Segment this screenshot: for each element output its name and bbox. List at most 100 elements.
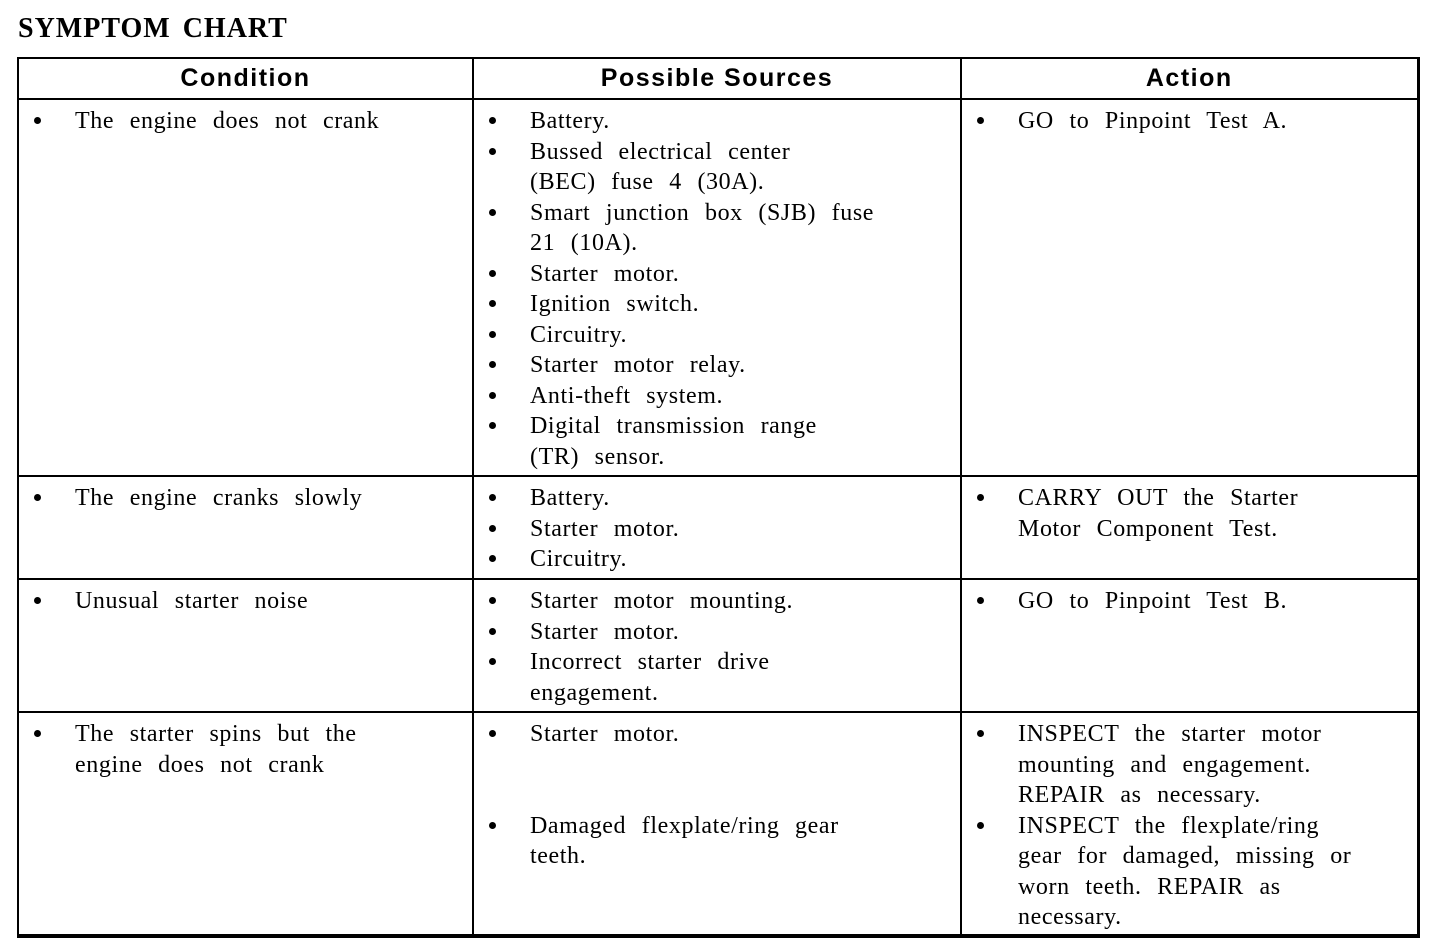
item-text: Unusual starter noise	[75, 588, 309, 614]
condition-cell: The starter spins but the engine does no…	[17, 711, 474, 937]
bullet-icon	[489, 300, 496, 307]
item-text: Smart junction box (SJB) fuse 21 (10A).	[530, 199, 875, 257]
action-item: INSPECT the starter motor mounting and e…	[962, 719, 1409, 811]
source-item: Circuitry.	[474, 320, 952, 351]
item-text: GO to Pinpoint Test A.	[1018, 108, 1288, 134]
action-item: GO to Pinpoint Test A.	[962, 106, 1409, 137]
bullet-list: INSPECT the starter motor mounting and e…	[962, 719, 1409, 933]
table-row: The engine does not crank Battery.Bussed …	[17, 98, 1419, 477]
sources-cell: Starter motor mounting.Starter motor. Inc…	[472, 578, 962, 713]
sources-cell: Battery. Starter motor. Circuitry.	[472, 475, 962, 580]
item-text: CARRY OUT the Starter Motor Component Te…	[1018, 485, 1299, 542]
item-text: Circuitry.	[530, 321, 628, 348]
item-text: Starter motor relay.	[530, 352, 746, 378]
bullet-icon	[34, 730, 41, 737]
item-text: Ignition switch.	[530, 291, 700, 317]
bullet-icon	[977, 597, 984, 604]
action-item: INSPECT the flexplate/ring gear for dama…	[962, 811, 1409, 933]
bullet-list: The engine cranks slowly	[19, 483, 464, 514]
item-text: INSPECT the flexplate/ring gear for dama…	[1018, 812, 1352, 931]
item-text: Digital transmission range (TR) sensor.	[530, 413, 817, 470]
condition-cell: The engine cranks slowly	[17, 475, 474, 580]
source-item: Digital transmission range (TR) sensor.	[474, 411, 952, 472]
action-cell: GO to Pinpoint Test A.	[960, 98, 1419, 477]
bullet-icon	[489, 208, 496, 216]
bullet-icon	[977, 730, 984, 737]
column-header-condition: Condition	[17, 57, 474, 100]
bullet-icon	[977, 494, 984, 501]
bullet-icon	[977, 821, 984, 829]
item-text: Starter motor.	[530, 721, 680, 747]
source-item: Battery.	[474, 106, 952, 137]
action-cell: CARRY OUT the Starter Motor Component Te…	[960, 475, 1419, 580]
bullet-icon	[489, 330, 496, 338]
bullet-icon	[489, 730, 496, 737]
bullet-icon	[489, 821, 496, 829]
source-item: Damaged flexplate/ring gear teeth.	[474, 811, 952, 872]
item-text: INSPECT the starter motor mounting and e…	[1018, 721, 1322, 808]
condition-cell: The engine does not crank	[17, 98, 474, 477]
column-header-possible-sources: Possible Sources	[472, 57, 962, 100]
bullet-list: Battery. Starter motor. Circuitry.	[474, 483, 952, 575]
item-text: The engine cranks slowly	[75, 485, 363, 511]
action-item: GO to Pinpoint Test B.	[962, 586, 1409, 617]
item-text: Starter motor.	[530, 515, 680, 542]
action-cell: GO to Pinpoint Test B.	[960, 578, 1419, 713]
bullet-icon	[489, 555, 496, 562]
condition-item: The starter spins but the engine does no…	[19, 719, 464, 780]
bullet-icon	[489, 117, 496, 124]
column-header-action: Action	[960, 57, 1419, 100]
source-item: Ignition switch.	[474, 289, 952, 320]
source-item: Starter motor mounting.	[474, 586, 952, 617]
item-text: The starter spins but the engine does no…	[75, 721, 357, 778]
table-row: The starter spins but the engine does no…	[17, 711, 1419, 937]
page-title: SYMPTOM CHART	[18, 13, 288, 44]
bullet-icon	[489, 391, 496, 399]
bullet-icon	[489, 494, 496, 501]
source-item: Starter motor.	[474, 259, 952, 290]
bullet-list: GO to Pinpoint Test B.	[962, 586, 1409, 617]
bullet-icon	[34, 494, 41, 501]
bullet-icon	[489, 361, 496, 368]
item-text: Incorrect starter drive engagement.	[530, 649, 770, 706]
bullet-icon	[489, 269, 496, 277]
bullet-icon	[489, 658, 496, 665]
action-item: CARRY OUT the Starter Motor Component Te…	[962, 483, 1409, 544]
condition-item: Unusual starter noise	[19, 586, 464, 617]
source-item: Starter motor.	[474, 719, 952, 750]
bullet-list: Starter motor. Damaged flexplate/ring gea…	[474, 719, 952, 872]
item-text: Battery.	[530, 485, 610, 511]
table-row: Unusual starter noise Starter motor mount…	[17, 578, 1419, 713]
source-item: Incorrect starter drive engagement.	[474, 647, 952, 708]
action-cell: INSPECT the starter motor mounting and e…	[960, 711, 1419, 937]
source-item: Starter motor.	[474, 617, 952, 648]
source-item: Starter motor.	[474, 514, 952, 545]
item-text: Starter motor.	[530, 618, 680, 645]
bullet-list: The engine does not crank	[19, 106, 464, 137]
bullet-icon	[489, 147, 496, 155]
bullet-list: GO to Pinpoint Test A.	[962, 106, 1409, 137]
source-item: Bussed electrical center (BEC) fuse 4 (3…	[474, 137, 952, 198]
bullet-list: CARRY OUT the Starter Motor Component Te…	[962, 483, 1409, 544]
source-item: Anti-theft system.	[474, 381, 952, 412]
sources-cell: Battery.Bussed electrical center (BEC) f…	[472, 98, 962, 477]
table-row: The engine cranks slowly Battery. Starter …	[17, 475, 1419, 580]
item-text: Circuitry.	[530, 546, 628, 572]
source-item: Battery.	[474, 483, 952, 514]
bullet-icon	[489, 422, 496, 429]
item-text: Damaged flexplate/ring gear teeth.	[530, 812, 839, 870]
condition-item: The engine does not crank	[19, 106, 464, 137]
bullet-icon	[34, 117, 41, 124]
bullet-list: Unusual starter noise	[19, 586, 464, 617]
sources-cell: Starter motor. Damaged flexplate/ring gea…	[472, 711, 962, 937]
bullet-icon	[977, 117, 984, 124]
bullet-icon	[489, 524, 496, 532]
symptom-chart-table: Condition Possible Sources Action The en…	[17, 57, 1420, 938]
source-item: Starter motor relay.	[474, 350, 952, 381]
bullet-list: Battery.Bussed electrical center (BEC) f…	[474, 106, 952, 472]
header-row: Condition Possible Sources Action	[17, 57, 1419, 100]
item-text: The engine does not crank	[75, 108, 380, 134]
bullet-icon	[489, 597, 496, 604]
source-item: Circuitry.	[474, 544, 952, 575]
